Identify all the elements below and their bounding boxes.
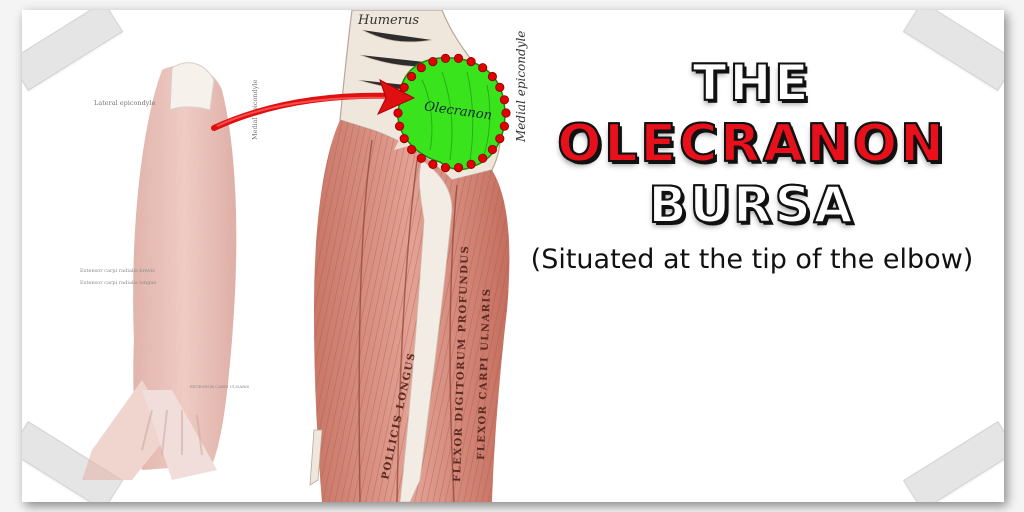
title-line-olecranon: OLECRANON: [556, 114, 947, 174]
red-arrow-icon: [211, 78, 416, 131]
outline-dot: [501, 108, 511, 118]
lateral-epicondyle-label: Lateral epicondyle: [94, 99, 156, 107]
outline-dot: [495, 134, 505, 144]
outline-dot: [399, 82, 409, 93]
outline-dot: [440, 53, 451, 64]
outline-dot: [406, 71, 417, 82]
outline-dot: [499, 121, 509, 131]
muscle-small-label-1: Extensor carpi radialis brevis: [80, 268, 155, 274]
dotted-outline: [393, 53, 511, 173]
outline-dot: [399, 134, 409, 144]
subtitle: (Situated at the tip of the elbow): [530, 244, 974, 275]
title-line-the: THE: [691, 54, 812, 112]
outline-dot: [428, 56, 438, 67]
tape-bottom-right: [902, 421, 1004, 502]
title-line-bursa: BURSA: [648, 176, 856, 234]
outline-dot: [453, 163, 464, 173]
poster-card: Lateral epicondyle Medial epicondyle Ext…: [22, 10, 1004, 502]
small-arm-figure: [82, 62, 237, 480]
outline-dot: [393, 108, 403, 118]
medial-epicondyle-label: Medial epicondyle: [514, 31, 528, 143]
outline-dot: [499, 95, 509, 105]
outline-dot: [428, 159, 438, 169]
outline-dot: [406, 144, 417, 155]
outline-dot: [487, 71, 497, 82]
outline-dot: [416, 153, 426, 163]
outline-dot: [416, 63, 426, 73]
title-block: THE OLECRANON BURSA (Situated at the tip…: [500, 54, 1004, 275]
outline-dot: [394, 121, 405, 131]
outline-dot: [495, 82, 505, 93]
outline-dot: [487, 144, 497, 155]
outline-dot: [478, 153, 488, 163]
outline-dot: [466, 56, 476, 67]
humerus-label: Humerus: [357, 13, 419, 28]
muscle-small-label-3: EXTENSOR CARPI ULNARIS: [190, 384, 250, 389]
arm-anatomy-illustration: Lateral epicondyle Medial epicondyle Ext…: [22, 10, 542, 502]
outline-dot: [453, 53, 464, 64]
outline-dot: [466, 159, 476, 169]
muscle-small-label-2: Extensor carpi radialis longus: [80, 280, 157, 286]
outline-dot: [440, 163, 451, 173]
olecranon-highlight: Olecranon: [393, 53, 511, 173]
outline-dot: [478, 63, 488, 73]
